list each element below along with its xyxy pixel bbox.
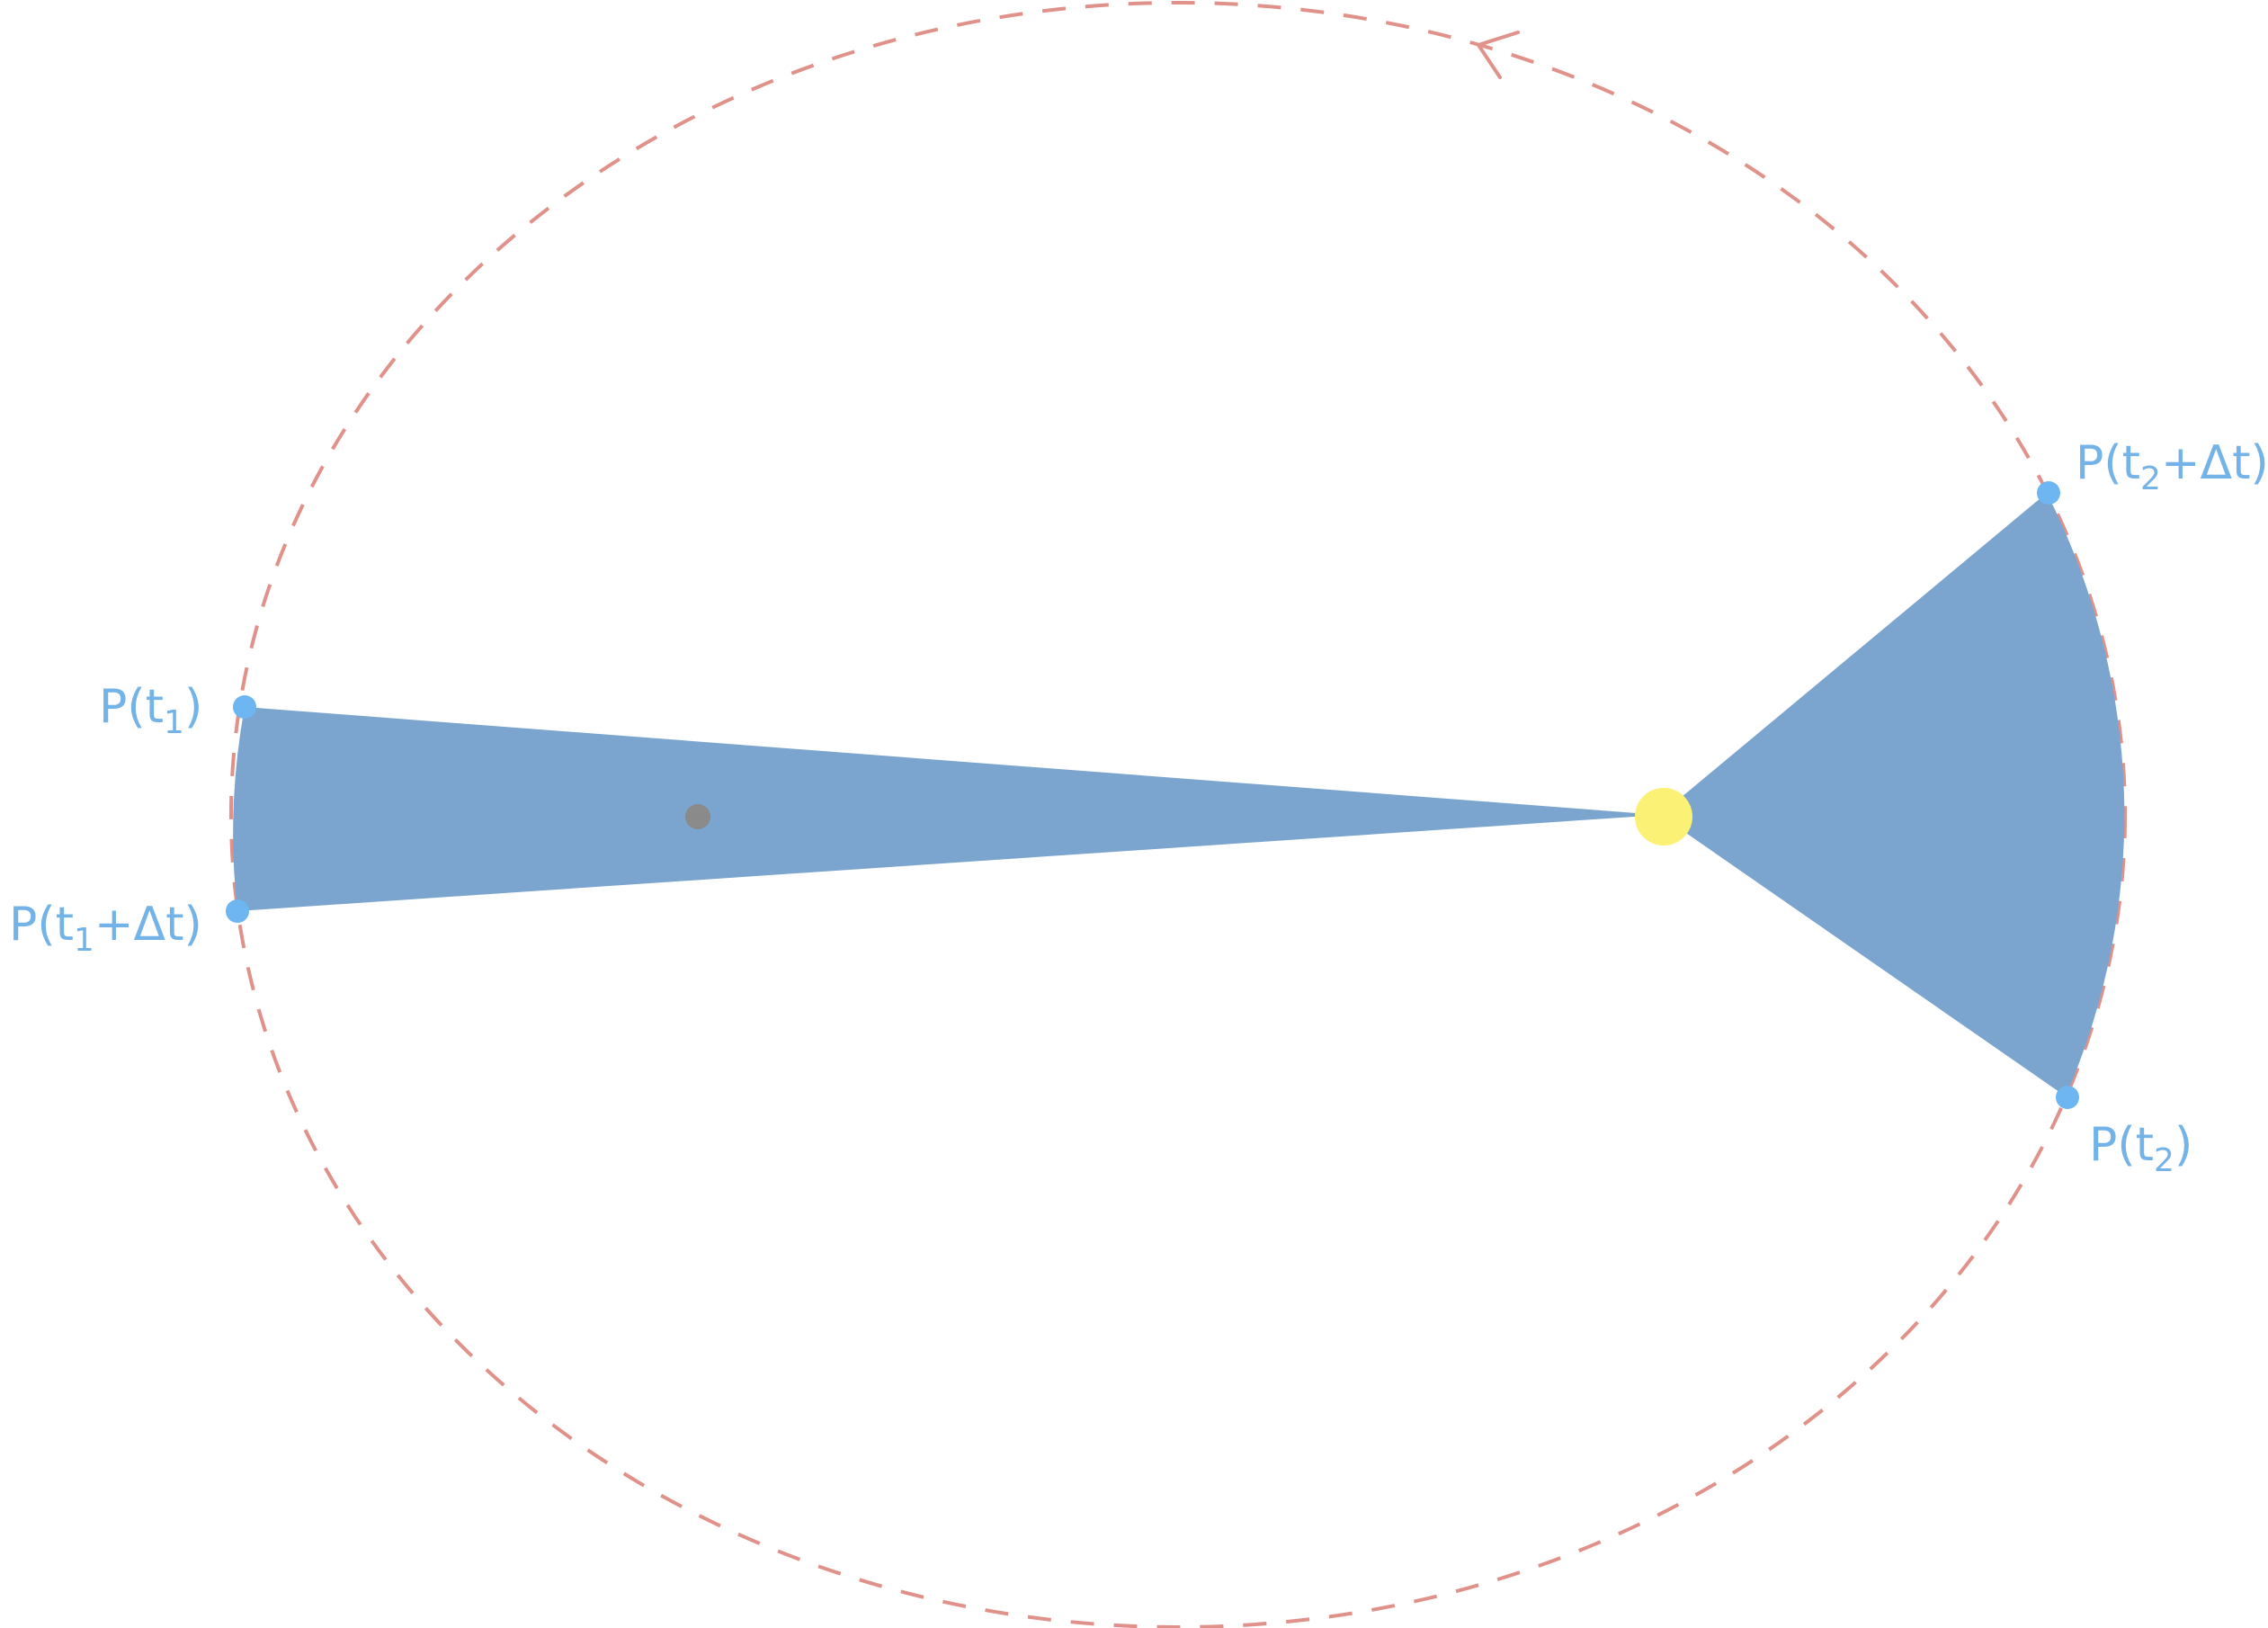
point-p-t1 [233, 695, 256, 719]
sun-icon [1635, 788, 1692, 845]
swept-area-sector-t1 [233, 707, 1660, 911]
point-p-t2 [2056, 1086, 2079, 1109]
orbit-ellipse [229, 1, 2127, 1628]
swept-area-sector-t2 [1660, 493, 2125, 1096]
label-p-t2-dt: P(t2+Δt) [2076, 436, 2268, 497]
label-p-t2: P(t2) [2089, 1118, 2192, 1179]
label-p-t1-dt: P(t1+Δt) [9, 898, 202, 959]
label-p-t1: P(t1) [99, 680, 202, 741]
ellipse-center-dot [685, 804, 710, 829]
point-p-t2-dt [2037, 481, 2060, 505]
orbit-direction-arrow-icon [1477, 31, 1520, 79]
point-p-t1-dt [226, 899, 249, 923]
